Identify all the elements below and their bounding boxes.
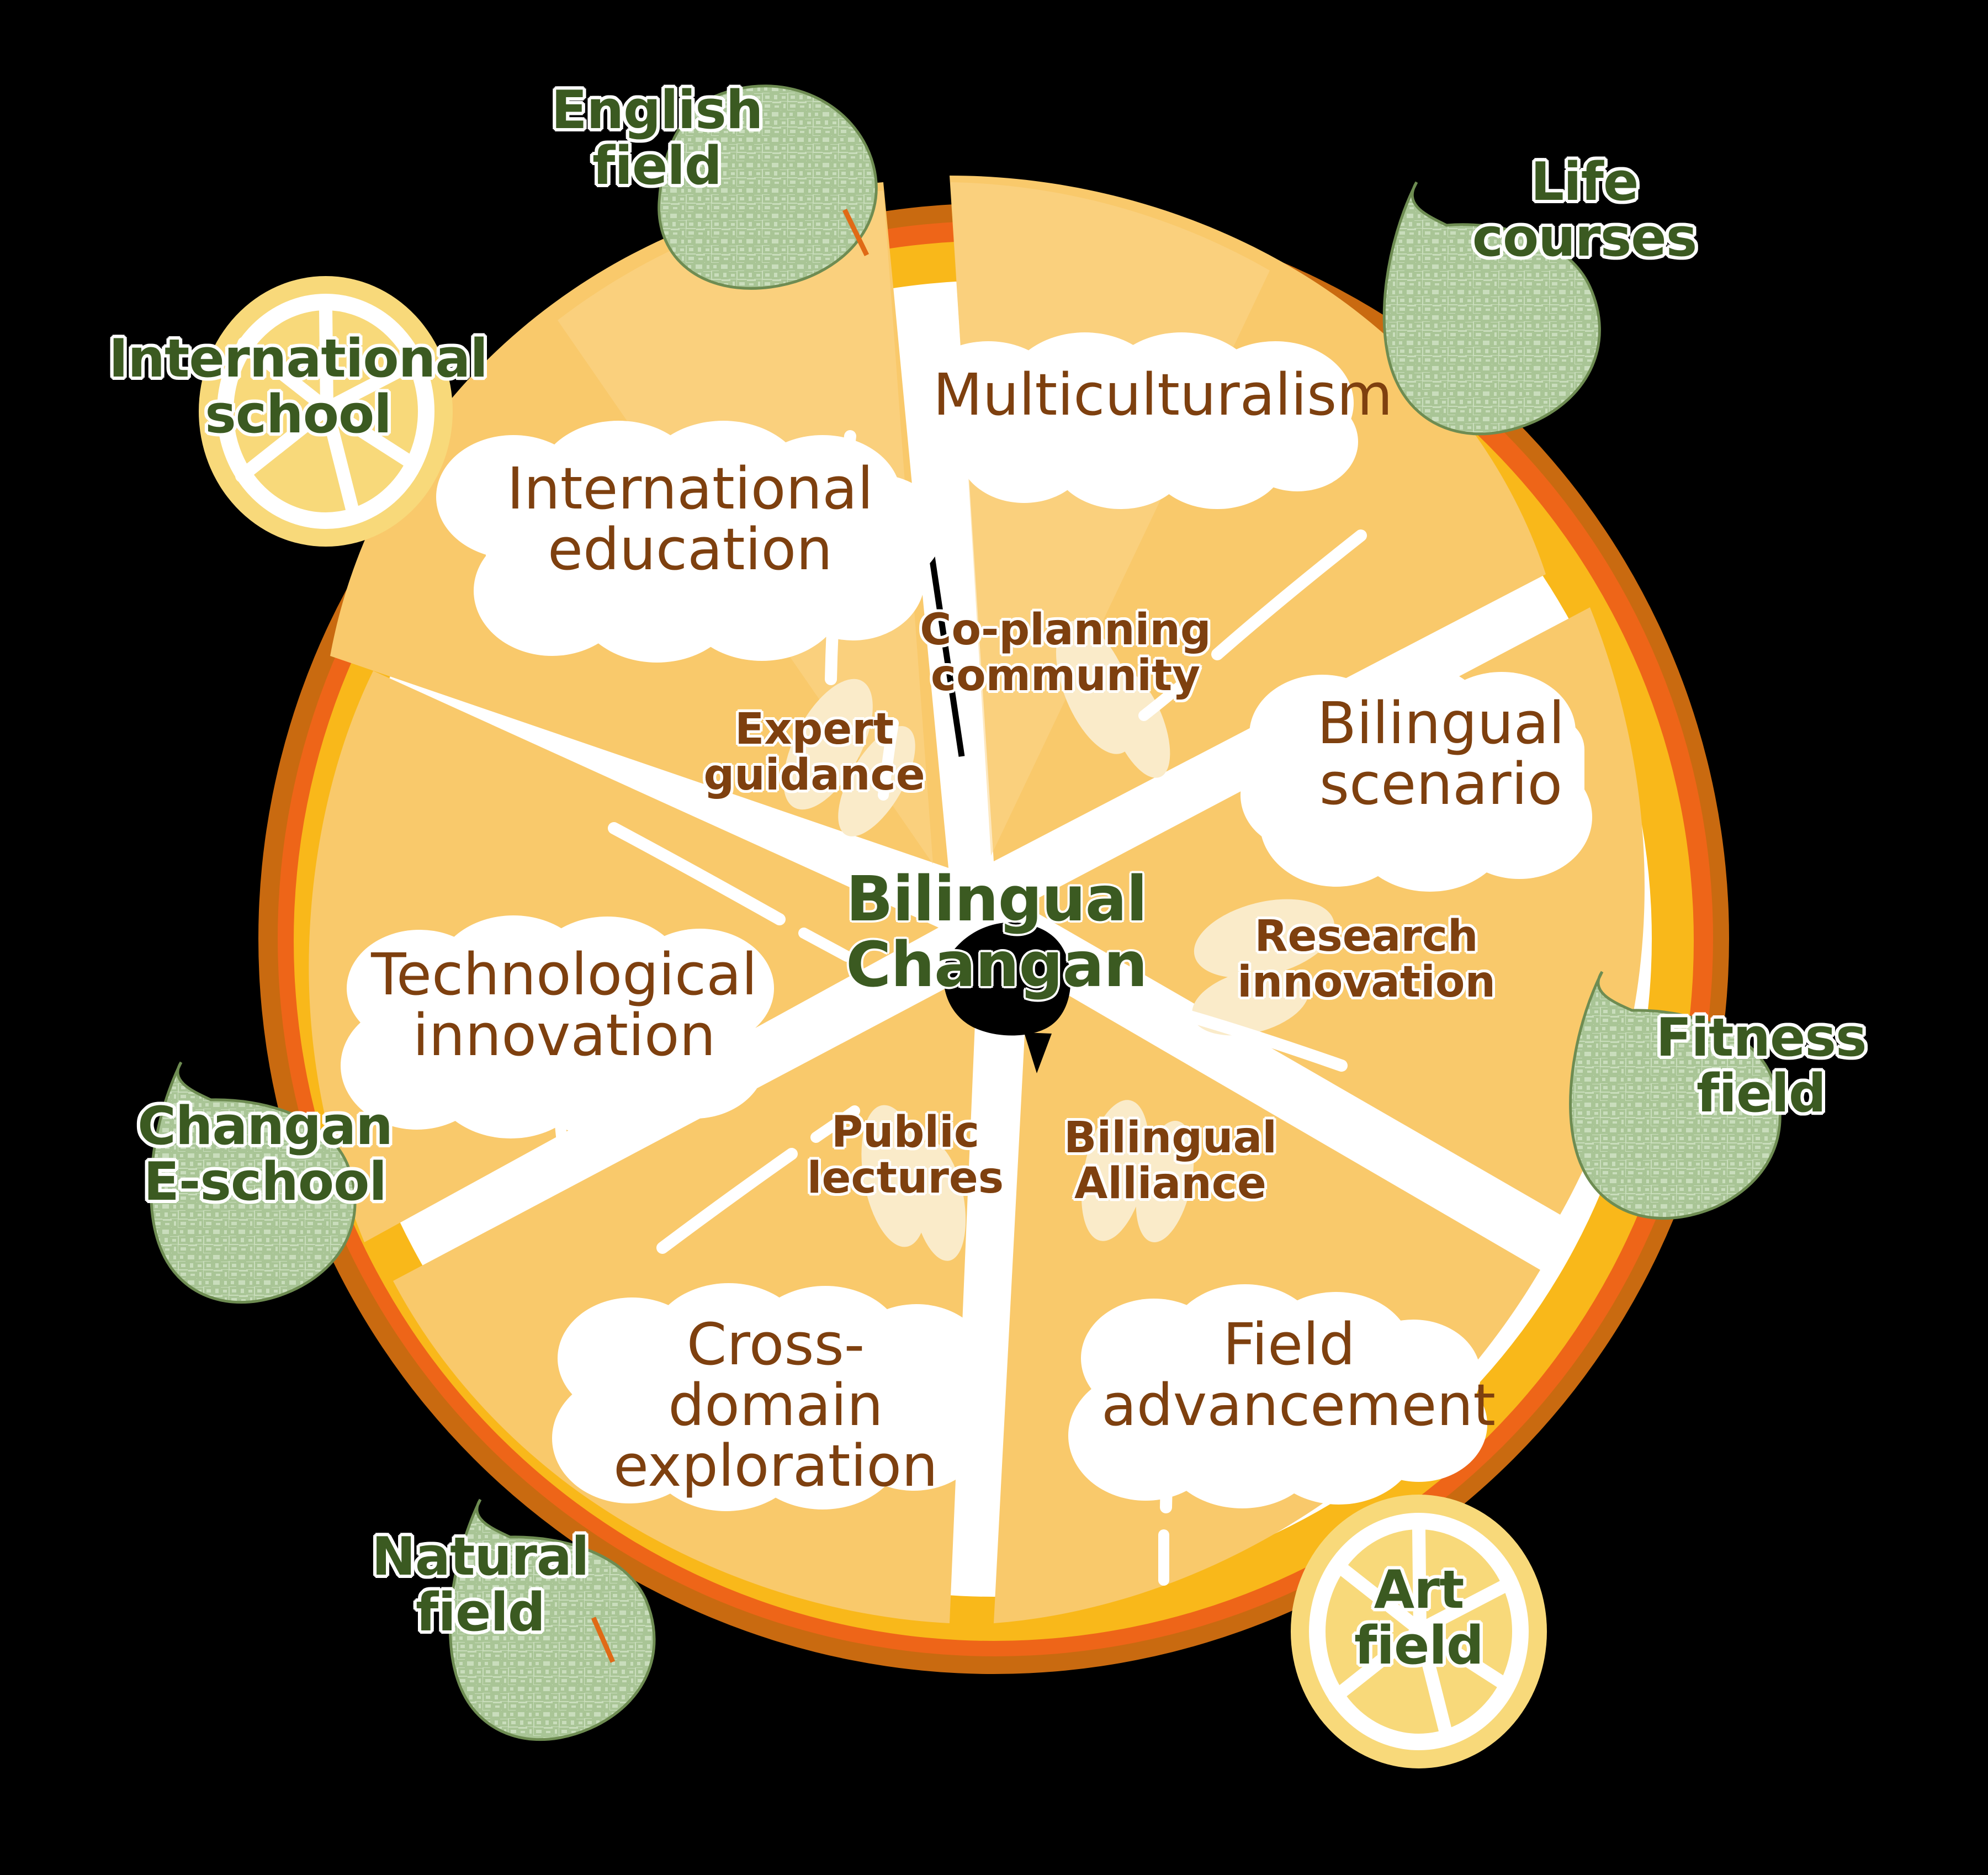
bubble-field-advancement xyxy=(1068,1284,1487,1508)
lemon-slice-icon-international-school xyxy=(199,276,453,547)
leaf-icon-life-courses xyxy=(1382,181,1601,436)
center-ink-mark xyxy=(943,922,1071,1073)
segment-divider-line-top xyxy=(929,556,965,757)
leaf-icon-english-field xyxy=(658,84,878,290)
lemon-slice-icon-art-field xyxy=(1291,1495,1547,1768)
bubble-bilingual-scenario xyxy=(1240,664,1592,892)
leaf-icon-fitness-field xyxy=(1569,971,1782,1220)
bubble-international-education xyxy=(436,421,943,663)
label-bubbles xyxy=(341,332,1592,1511)
leaf-icon-changan-e-school xyxy=(149,1061,357,1304)
bubble-cross-domain-exploration xyxy=(552,1283,989,1511)
bubble-technological-innovation xyxy=(341,915,774,1138)
leaf-icon-natural-field xyxy=(448,1498,656,1741)
bubble-multiculturalism xyxy=(911,332,1358,509)
